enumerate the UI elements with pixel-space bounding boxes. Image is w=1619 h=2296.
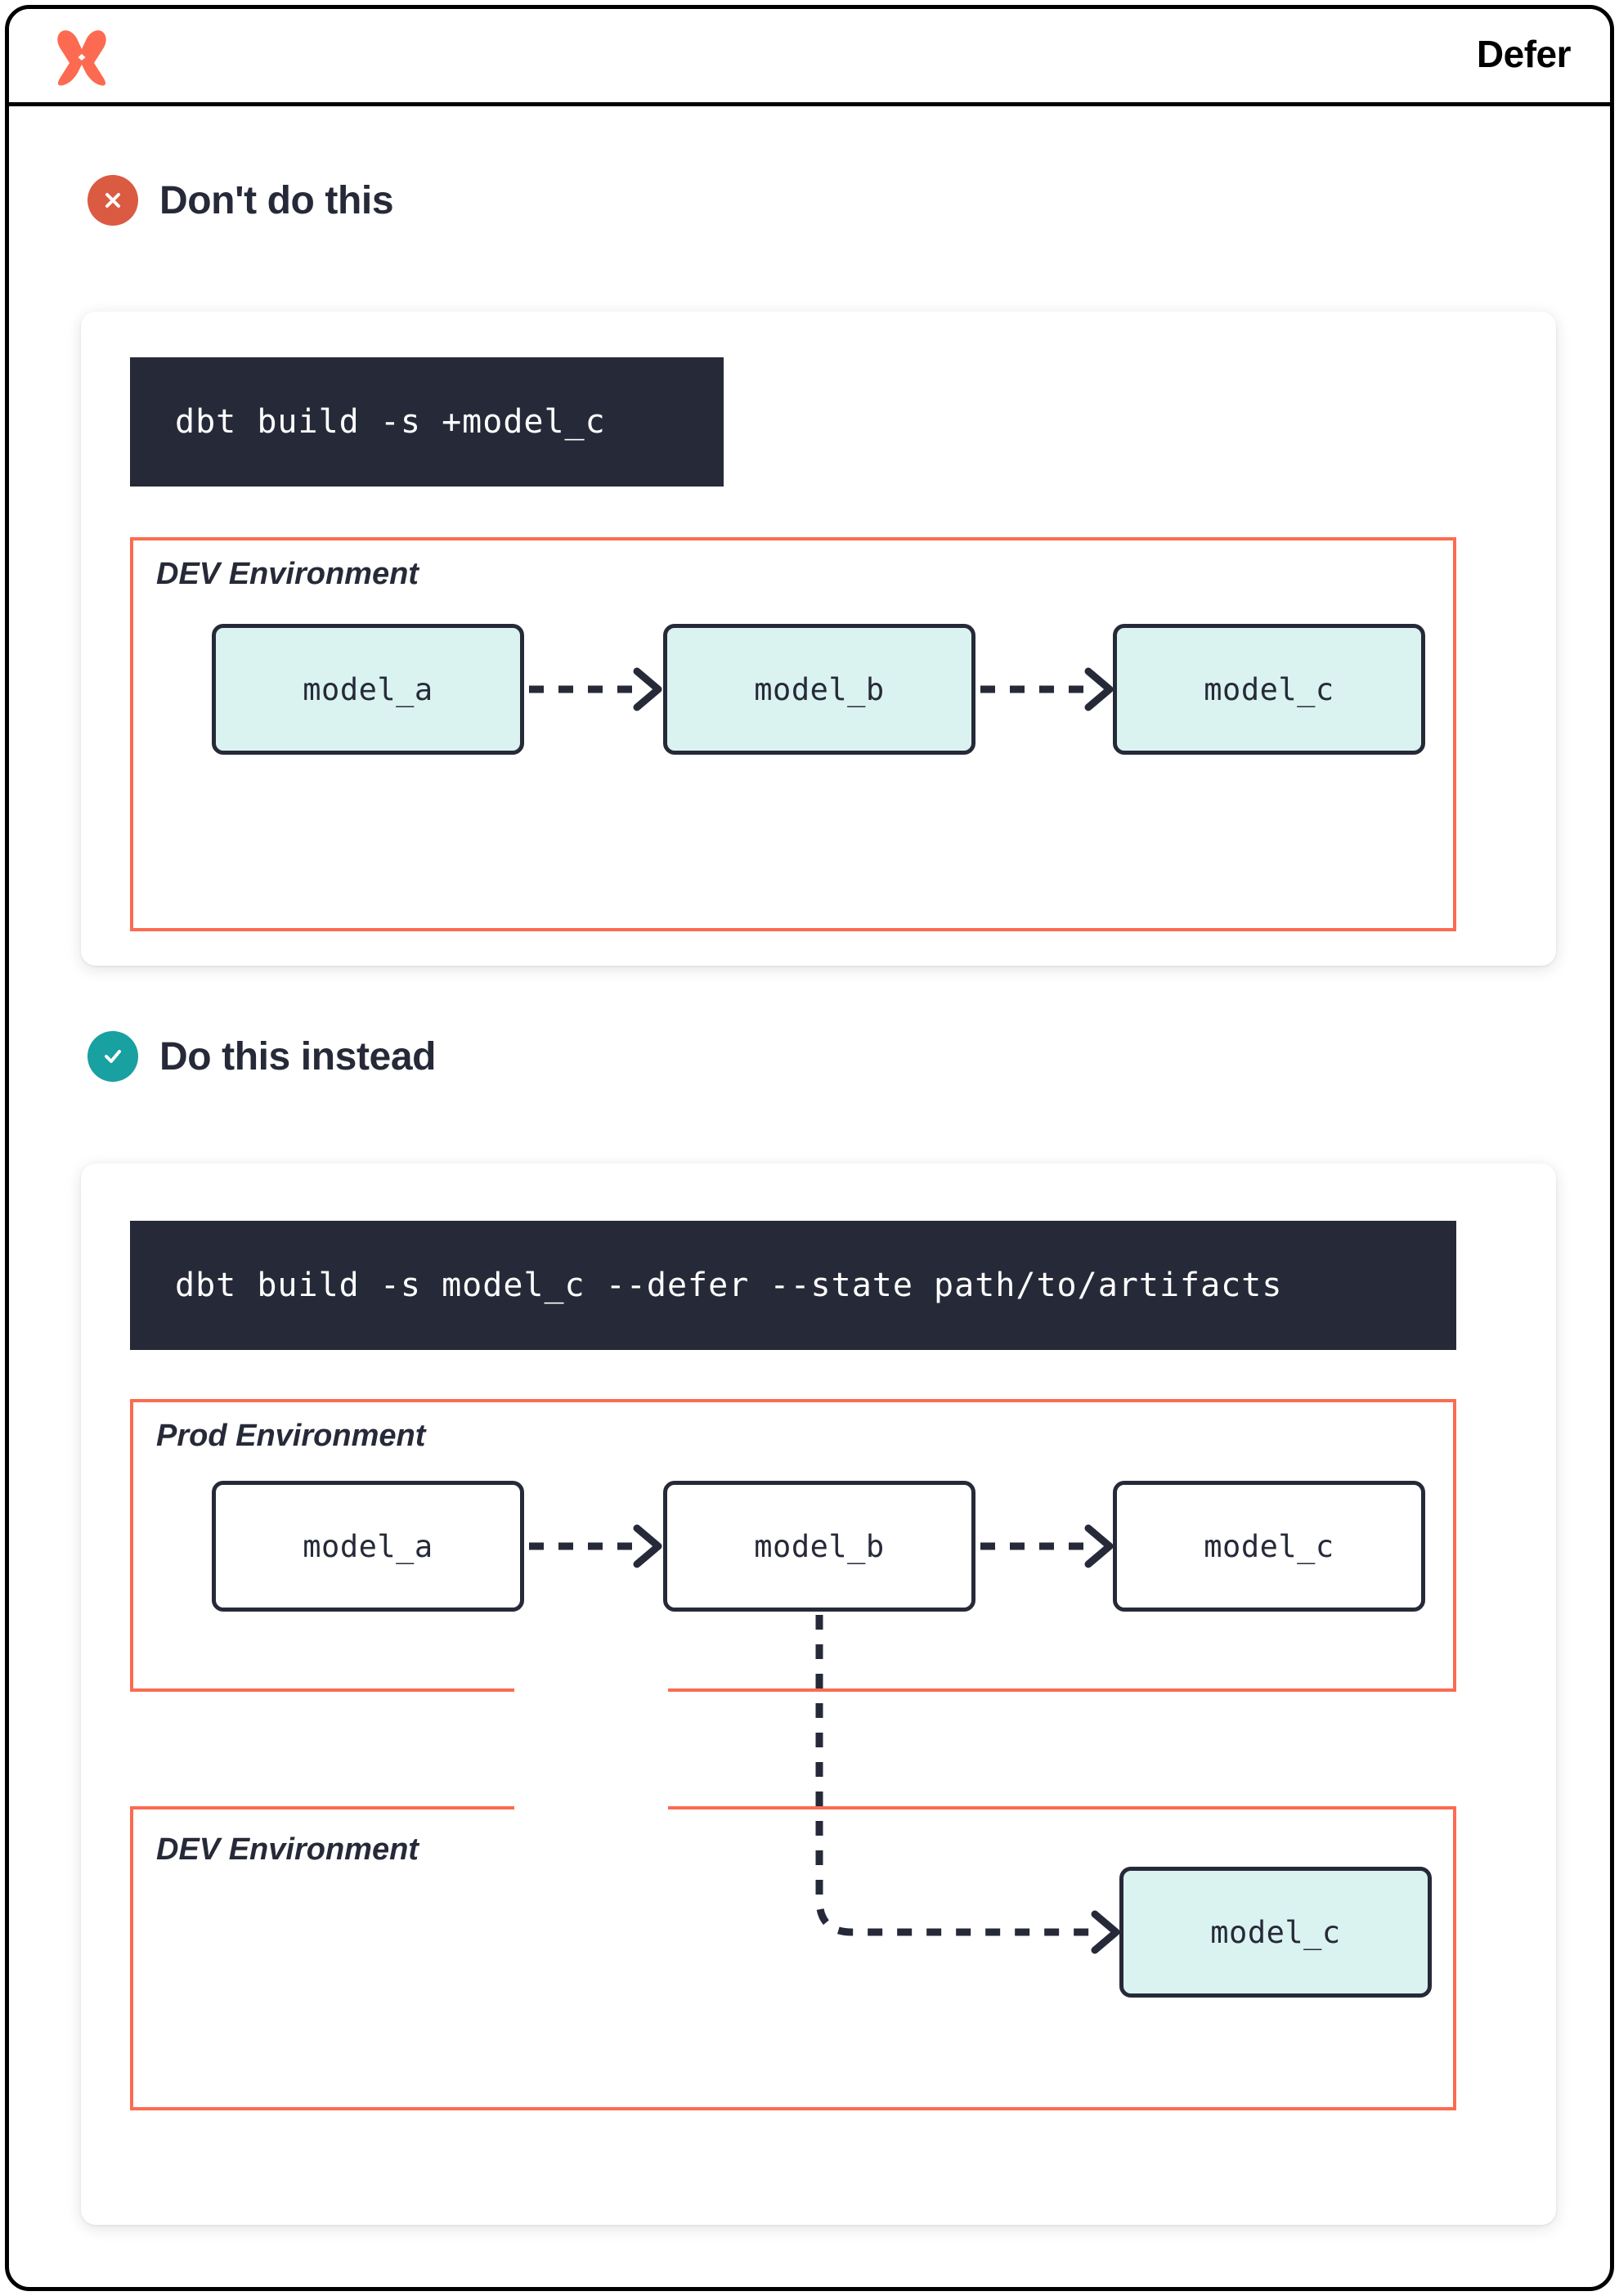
code-block-dont[interactable]: dbt build -s +model_c xyxy=(130,357,724,487)
node-model-c-dev-do[interactable]: model_c xyxy=(1119,1867,1432,1998)
section-title-do: Do this instead xyxy=(159,1034,437,1078)
card-dont: dbt build -s +model_c DEV Environment mo… xyxy=(81,312,1556,966)
env-box-dev-dont xyxy=(130,537,1456,931)
env-label-dev-do: DEV Environment xyxy=(156,1832,419,1867)
section-header-dont: Don't do this xyxy=(87,175,394,226)
node-model-c-prod[interactable]: model_c xyxy=(1113,1481,1425,1612)
env-box-prod-bottom-right xyxy=(668,1688,1456,1692)
app-frame: Defer Don't do this dbt build -s +model_… xyxy=(5,5,1614,2291)
env-label-dev-dont: DEV Environment xyxy=(156,557,419,591)
page-title: Defer xyxy=(1476,33,1572,75)
card-do: dbt build -s model_c --defer --state pat… xyxy=(81,1164,1556,2225)
env-label-prod: Prod Environment xyxy=(156,1419,426,1453)
env-box-prod-bottom-left xyxy=(130,1688,514,1692)
node-model-c-dev-dont[interactable]: model_c xyxy=(1113,624,1425,755)
x-circle-icon xyxy=(87,175,138,226)
env-box-dev-top-left xyxy=(130,1806,514,1809)
node-model-a-dev-dont[interactable]: model_a xyxy=(212,624,524,755)
code-block-do[interactable]: dbt build -s model_c --defer --state pat… xyxy=(130,1221,1456,1350)
header-bar: Defer xyxy=(9,9,1610,106)
env-box-dev-do xyxy=(130,1806,1456,2110)
env-box-dev-top-right xyxy=(668,1806,1456,1809)
check-circle-icon xyxy=(87,1031,138,1082)
node-model-b-prod[interactable]: model_b xyxy=(663,1481,975,1612)
node-model-a-prod[interactable]: model_a xyxy=(212,1481,524,1612)
dbt-logo-icon xyxy=(52,27,112,87)
section-header-do: Do this instead xyxy=(87,1031,436,1082)
node-model-b-dev-dont[interactable]: model_b xyxy=(663,624,975,755)
env-box-prod xyxy=(130,1399,1456,1692)
section-title-dont: Don't do this xyxy=(159,178,394,222)
